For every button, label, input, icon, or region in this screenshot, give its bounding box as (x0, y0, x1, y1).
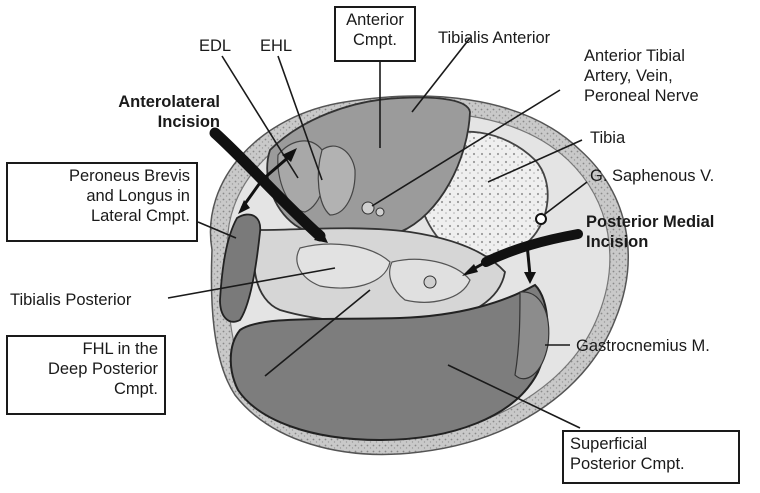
anterior-cmpt-box: Anterior Cmpt. (334, 6, 416, 62)
fhl-box: FHL in the Deep Posterior Cmpt. (6, 335, 166, 415)
label-peroneus-line1: Peroneus Brevis (14, 166, 190, 186)
label-anterior-tibial-line1: Anterior Tibial (584, 46, 685, 66)
label-superficial-posterior-line1: Superficial (570, 434, 732, 454)
anterior-tibial-nerve (376, 208, 384, 216)
label-tibialis-posterior: Tibialis Posterior (10, 290, 131, 310)
label-anterolateral-incision-line1: Anterolateral (60, 92, 220, 112)
label-ehl: EHL (260, 36, 292, 56)
label-superficial-posterior-line2: Posterior Cmpt. (570, 454, 732, 474)
label-anterior-cmpt-line2: Cmpt. (342, 30, 408, 50)
label-gastrocnemius: Gastrocnemius M. (576, 336, 710, 356)
label-tibia: Tibia (590, 128, 625, 148)
label-anterior-tibial-line2: Artery, Vein, (584, 66, 673, 86)
label-anterior-tibial-line3: Peroneal Nerve (584, 86, 699, 106)
label-tibialis-anterior: Tibialis Anterior (438, 28, 550, 48)
label-g-saphenous: G. Saphenous V. (590, 166, 714, 186)
label-anterior-cmpt-line1: Anterior (342, 10, 408, 30)
label-edl: EDL (199, 36, 231, 56)
label-posterior-medial-incision-line1: Posterior Medial (586, 212, 714, 232)
label-peroneus-line3: Lateral Cmpt. (14, 206, 190, 226)
label-fhl-line3: Cmpt. (14, 379, 158, 399)
label-fhl-line1: FHL in the (14, 339, 158, 359)
anterior-tibial-vessels (362, 202, 374, 214)
label-posterior-medial-incision-line2: Incision (586, 232, 648, 252)
posterior-tibial-vessels (424, 276, 436, 288)
label-fhl-line2: Deep Posterior (14, 359, 158, 379)
peroneus-box: Peroneus Brevis and Longus in Lateral Cm… (6, 162, 198, 242)
label-anterolateral-incision-line2: Incision (60, 112, 220, 132)
superficial-posterior-box: Superficial Posterior Cmpt. (562, 430, 740, 484)
label-peroneus-line2: and Longus in (14, 186, 190, 206)
great-saphenous-vein (536, 214, 546, 224)
